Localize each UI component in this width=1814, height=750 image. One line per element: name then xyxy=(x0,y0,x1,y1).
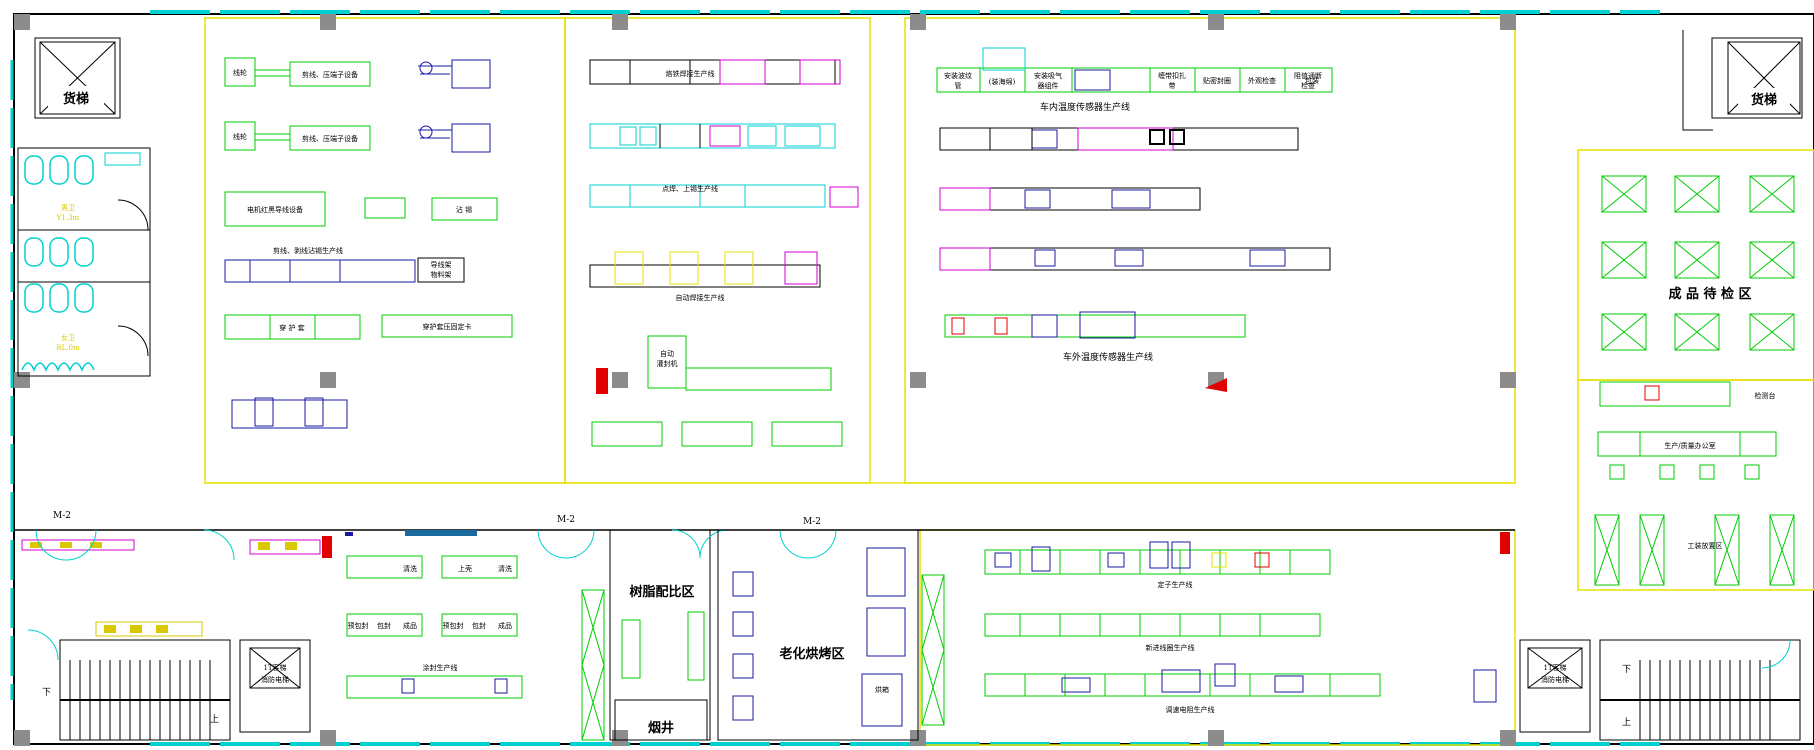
structural-columns xyxy=(14,14,1516,746)
elevator-left-label: 货梯 xyxy=(63,91,89,107)
incar-sensor-line-label: 车内温度传感器生产线 xyxy=(1040,101,1130,113)
zone-lower-right xyxy=(919,529,1516,746)
lower-right-area: 1T客梯 消防电梯 下 上 xyxy=(1519,639,1801,741)
auto-weld-line-label: 自动焊接生产线 xyxy=(676,293,725,302)
resin-area-label: 树脂配比区 xyxy=(629,584,694,600)
tape-wrap-label: 缠带扣扎 xyxy=(1158,71,1186,80)
encapsulation-area: 清洗 上壳 清洗 预包封 包封 成品 预包封 包封 成品 涂封生产线 xyxy=(345,530,523,699)
up-left-label: 上 xyxy=(210,714,219,725)
elevator-left: 货梯 xyxy=(34,37,121,119)
oven-label: 烘箱 xyxy=(875,685,889,694)
sheath-label: 穿 护 套 xyxy=(279,323,304,332)
wire-reel-1-label: 线轮 xyxy=(233,68,247,77)
install-seal-label: (装海绵) xyxy=(989,77,1016,86)
conduct-check-label-2: 检查 xyxy=(1301,81,1315,90)
wire-strip-line-label: 剪线、剥线沾锡生产线 xyxy=(273,246,343,255)
outcar-sensor-line-label: 车外温度传感器生产线 xyxy=(1063,351,1153,363)
tape-wrap-label-2: 带 xyxy=(1169,82,1176,90)
visual-check-label: 外观检查 xyxy=(1248,76,1276,85)
stator-line-label: 定子生产线 xyxy=(1158,580,1193,589)
fire-elevator-right-label-2: 消防电梯 xyxy=(1541,675,1569,684)
office-area: 检测台 生产/质量办公室 工装放置区 xyxy=(1594,381,1795,586)
down-right-label: 下 xyxy=(1622,665,1631,675)
finished-qc-area xyxy=(1601,175,1795,351)
install-ripple-label-2: 管 xyxy=(955,81,962,90)
up-right-label: 上 xyxy=(1622,717,1631,728)
clean-2-label: 清洗 xyxy=(498,564,512,573)
install-vent-label: 安装吸气 xyxy=(1034,71,1062,80)
cable-area: 线轮 剪线、压端子设备 线轮 剪线、压端子设备 电机红黑导线设备 沾 锡 剪线、… xyxy=(224,57,513,429)
finish-2-label: 成品 xyxy=(498,621,512,630)
zone-weld xyxy=(564,17,871,484)
sensor-area: 安装波纹 管 (装海绵) 安装吸气 器组件 缠带扣扎 带 贴密封圈 外观检查 阻… xyxy=(936,47,1333,392)
new-coil-line-label: 新进线圈生产线 xyxy=(1146,643,1195,652)
weld-area: 烙铁焊接生产线 点焊、上锡生产线 自动焊接生产线 自动 灌封机 xyxy=(589,59,859,447)
cut-press-1-label: 剪线、压端子设备 xyxy=(302,70,358,79)
spot-weld-line-label: 点焊、上锡生产线 xyxy=(662,184,718,193)
m2-label-a: M-2 xyxy=(53,511,71,521)
tin-label: 沾 锡 xyxy=(456,205,472,214)
material-rack-label: 物料架 xyxy=(431,270,452,279)
cut-press-2-label: 剪线、压端子设备 xyxy=(302,134,358,143)
speed-resistor-line-label: 调速电阻生产线 xyxy=(1166,705,1215,714)
label-seal-label: 贴密封圈 xyxy=(1203,76,1231,85)
weld-line-top-label: 烙铁焊接生产线 xyxy=(666,69,715,78)
chimney-label: 烟井 xyxy=(648,720,674,736)
wire-reel-2-label: 线轮 xyxy=(233,132,247,141)
restroom-male-line2: Y1.3m xyxy=(56,214,80,222)
office-label: 生产/质量办公室 xyxy=(1664,441,1715,450)
install-ripple-label: 安装波纹 xyxy=(944,71,972,80)
elevator-right: 货梯 xyxy=(1682,30,1803,131)
wire-rack-label: 导线架 xyxy=(431,260,452,269)
sheath-fix-label: 穿护套压固定卡 xyxy=(423,322,472,331)
elevator-right-label: 货梯 xyxy=(1751,92,1777,108)
packing-label: 包装 xyxy=(1305,76,1319,85)
test-bench-label: 检测台 xyxy=(1755,391,1776,400)
m2-label-c: M-2 xyxy=(803,517,821,527)
down-left-label: 下 xyxy=(42,688,51,698)
lower-left-area: M-2 下 上 1T客梯 消防电梯 xyxy=(21,511,332,741)
zone-cable xyxy=(204,17,566,484)
finished-qc-label: 成 品 待 检 区 xyxy=(1668,286,1751,302)
lower-lines: 定子生产线 新进线圈生产线 调速电阻生产线 xyxy=(984,532,1510,714)
zone-sensor xyxy=(904,17,1516,484)
restroom-male-line1: 男卫 xyxy=(61,204,75,212)
restroom-female-line2: RL.0m xyxy=(56,344,80,352)
fire-elevator-left-label-2: 消防电梯 xyxy=(261,675,289,684)
seal-1-label: 包封 xyxy=(377,621,391,630)
tooling-area-label: 工装放置区 xyxy=(1688,541,1723,550)
motor-cable-label: 电机红黑导线设备 xyxy=(247,205,303,214)
finish-1-label: 成品 xyxy=(403,621,417,630)
upper-shell-label: 上壳 xyxy=(458,564,472,573)
aging-area-label: 老化烘烤区 xyxy=(778,646,844,662)
encapsulation-line-label: 涂封生产线 xyxy=(423,663,458,672)
resin-aging-area: M-2 树脂配比区 烟井 M-2 烘箱 老化烘烤区 xyxy=(537,515,945,741)
auto-glue-label-1: 自动 xyxy=(660,349,674,358)
conduct-check-label: 阻值通断 xyxy=(1294,71,1322,80)
pre-pack-1-label: 预包封 xyxy=(348,621,369,630)
fire-elevator-left-label-1: 1T客梯 xyxy=(263,663,286,672)
clean-1-label: 清洗 xyxy=(403,564,417,573)
restroom-female-line1: 女卫 xyxy=(61,333,75,342)
auto-glue-label-2: 灌封机 xyxy=(657,359,678,368)
m2-label-b: M-2 xyxy=(557,515,575,525)
pre-pack-2-label: 预包封 xyxy=(443,621,464,630)
install-vent-label-2: 器组件 xyxy=(1038,81,1059,90)
restrooms: 男卫 Y1.3m 女卫 RL.0m xyxy=(17,147,151,377)
fire-elevator-right-label-1: 1T客梯 xyxy=(1543,663,1566,672)
seal-2-label: 包封 xyxy=(472,621,486,630)
zone-office xyxy=(1577,379,1814,591)
